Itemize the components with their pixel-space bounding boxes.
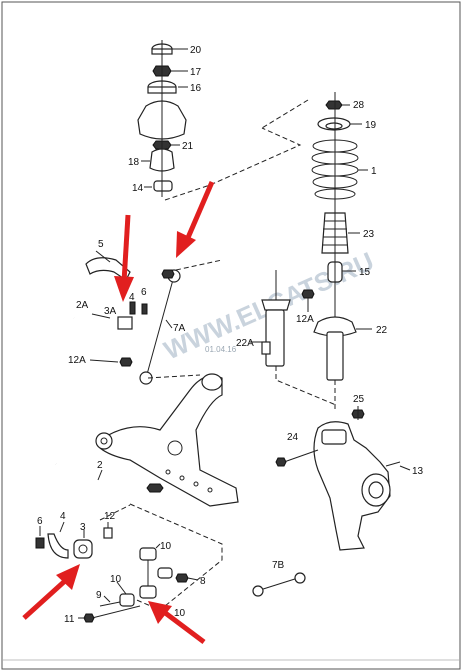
part-10-bushing-mid [157,567,173,579]
callout-7a: 7A [173,323,186,334]
red-arrow-upper-left [114,214,134,302]
part-12a-nut-left [119,357,133,367]
callout-22: 22 [376,325,388,336]
part-3-bushing [73,539,93,559]
callout-16: 16 [190,83,202,94]
shock-absorber-22a [261,270,291,367]
callout-15: 15 [359,267,371,278]
part-14-sleeve [153,180,173,192]
part-9-washer [99,601,121,607]
part-6-bolt-top [141,303,148,315]
callout-1: 1 [371,166,377,177]
stamp-text: 01.04.16 [205,345,237,354]
callout-9: 9 [96,590,102,601]
part-24-bolt [275,449,319,467]
strut-knuckle-leader [275,366,337,406]
callout-3a: 3A [104,306,117,317]
stabilizer-bar-2a [73,257,148,380]
callout-24: 24 [287,432,299,443]
callout-10-left: 10 [110,574,122,585]
part-6-bolt-bottom [35,537,45,549]
wheel-bearing-housing-13 [313,406,391,551]
top-mount-leader [164,127,302,201]
red-arrow-upper-right [176,181,215,258]
callout-8: 8 [200,576,206,587]
red-arrow-lower-right [148,601,206,644]
callout-18: 18 [128,157,140,168]
part-13-bolt [385,461,411,471]
callout-13: 13 [412,466,424,477]
callout-19: 19 [365,120,377,131]
part-4-bolt-top [129,301,136,315]
callout-3: 3 [80,522,86,533]
callout-12a-left: 12A [68,355,86,366]
part-10-bushing-low [119,593,135,607]
callout-10-bottom: 10 [174,608,186,619]
lower-control-arm [95,373,239,507]
callout-12: 12 [104,511,116,522]
part-28-nut [325,100,343,110]
part-3a-bushing [117,316,133,330]
lower-bushing-group [35,521,113,559]
callout-2a: 2A [76,300,89,311]
callout-25: 25 [353,394,365,405]
top-mount-stack [137,40,188,197]
callout-23: 23 [363,229,375,240]
shock-absorber-22 [313,290,357,381]
callout-11: 11 [64,614,75,625]
callout-22a: 22A [236,338,254,349]
callout-6-top: 6 [141,287,147,298]
callout-7b: 7B [272,560,285,571]
link-leader-a [175,259,223,271]
part-11-bolt [91,605,141,619]
callout-12a-right: 12A [296,314,314,325]
lower-group-box [129,503,223,611]
callout-2: 2 [97,460,103,471]
callout-10-top: 10 [160,541,172,552]
callout-6-bottom: 6 [37,516,43,527]
part-12-nut [103,527,113,539]
part-8-nut [175,573,189,583]
lower-link-group [78,543,199,623]
part-12a-nut-right [301,289,315,299]
callout-20: 20 [190,45,202,56]
arm-ball-joint [201,373,223,391]
callout-4-bottom: 4 [60,511,66,522]
coupling-rod-7a [139,269,181,385]
part-4-clamp [47,533,69,559]
callout-5: 5 [98,239,104,250]
callout-14: 14 [132,183,144,194]
callout-28: 28 [353,100,365,111]
red-arrow-lower-left [22,564,80,620]
callout-4-top: 4 [129,292,135,303]
spring-stack [311,92,368,300]
callout-21: 21 [182,141,194,152]
stabilizer-bar-2 [55,462,134,548]
link-leader-b [147,374,201,379]
arm-front-bushing [95,432,113,450]
callout-17: 17 [190,67,202,78]
coupling-rod-7b [252,572,306,597]
